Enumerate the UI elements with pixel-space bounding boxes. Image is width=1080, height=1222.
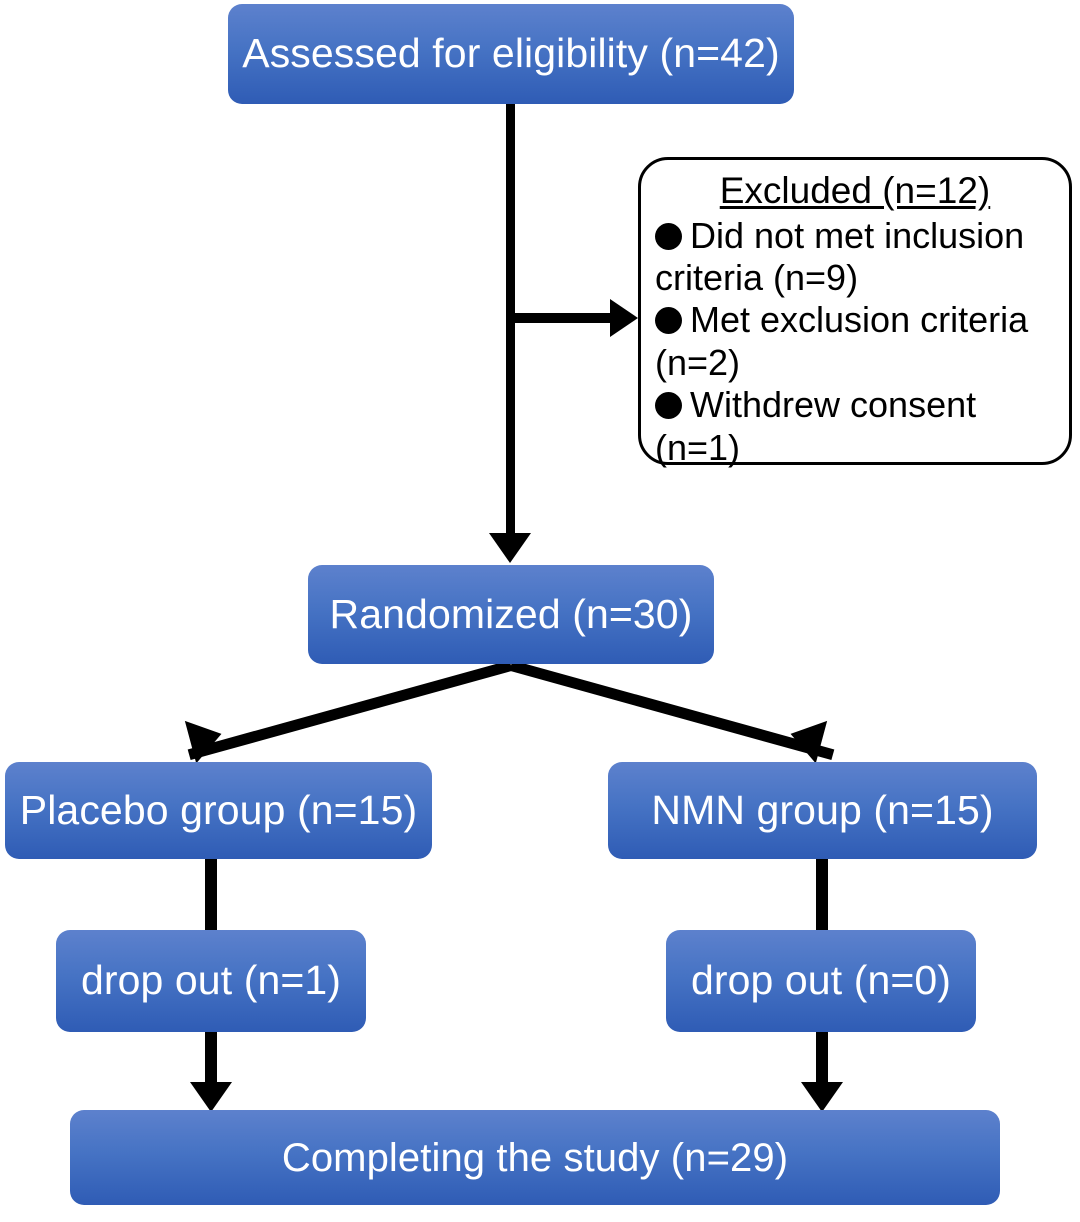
arrowhead-into-excluded	[610, 299, 638, 337]
bullet-icon	[655, 307, 682, 335]
connector-randomized-to-nmn	[509, 660, 835, 761]
excluded-box: Excluded (n=12) Did not met inclusion cr…	[638, 157, 1072, 468]
excluded-reason-item: Withdrew consent (n=1)	[655, 384, 1055, 469]
connector-placebo-to-dropout	[205, 856, 217, 934]
connector-nmn-dropout-to-completing	[816, 1030, 828, 1084]
node-randomized-label: Randomized (n=30)	[329, 590, 693, 637]
node-placebo-group: Placebo group (n=15)	[5, 762, 432, 859]
arrowhead-into-completing-left	[190, 1082, 232, 1112]
connector-randomized-to-placebo	[187, 660, 513, 761]
excluded-reason-label: Withdrew consent (n=1)	[655, 384, 977, 468]
node-placebo-dropout: drop out (n=1)	[56, 930, 366, 1032]
arrowhead-into-randomized	[489, 533, 531, 563]
bullet-icon	[655, 392, 682, 420]
excluded-title: Excluded (n=12)	[719, 170, 991, 211]
node-nmn-group: NMN group (n=15)	[608, 762, 1037, 859]
bullet-icon	[655, 222, 682, 250]
arrowhead-into-completing-right	[801, 1082, 843, 1112]
connector-to-excluded	[510, 313, 612, 323]
node-assessed-label: Assessed for eligibility (n=42)	[242, 30, 780, 77]
excluded-reason-item: Did not met inclusion criteria (n=9)	[655, 215, 1055, 300]
node-placebo-dropout-label: drop out (n=1)	[80, 957, 342, 1004]
node-completing-the-study: Completing the study (n=29)	[70, 1110, 1000, 1205]
connector-placebo-dropout-to-completing	[205, 1030, 217, 1084]
connector-nmn-to-dropout	[816, 856, 828, 934]
node-nmn-group-label: NMN group (n=15)	[651, 786, 994, 833]
node-randomized: Randomized (n=30)	[308, 565, 714, 664]
node-nmn-dropout: drop out (n=0)	[666, 930, 976, 1032]
node-placebo-group-label: Placebo group (n=15)	[19, 786, 418, 833]
excluded-reason-label: Did not met inclusion criteria (n=9)	[655, 214, 1025, 299]
node-assessed-for-eligibility: Assessed for eligibility (n=42)	[228, 4, 794, 104]
excluded-reason-item: Met exclusion criteria (n=2)	[655, 299, 1055, 384]
excluded-reason-label: Met exclusion criteria (n=2)	[655, 299, 1029, 383]
excluded-reason-list: Did not met inclusion criteria (n=9) Met…	[655, 215, 1055, 470]
node-completing-label: Completing the study (n=29)	[281, 1135, 789, 1180]
node-nmn-dropout-label: drop out (n=0)	[690, 957, 952, 1004]
